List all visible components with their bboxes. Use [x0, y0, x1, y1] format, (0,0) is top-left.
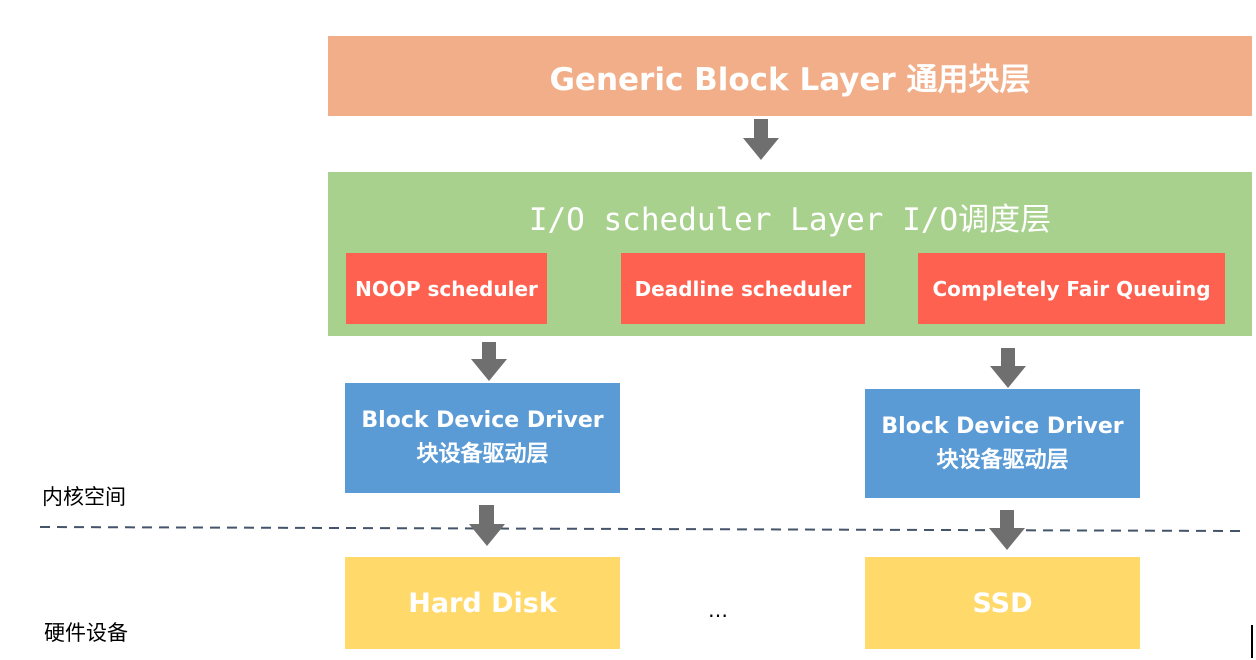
noop-scheduler-box: NOOP scheduler: [346, 253, 547, 324]
generic-block-layer: Generic Block Layer 通用块层: [328, 36, 1252, 116]
arrow-down-icon: [469, 505, 505, 546]
ssd-box: SSD: [865, 557, 1140, 649]
generic-block-layer-label: Generic Block Layer 通用块层: [549, 61, 1031, 98]
driver-left-line1: Block Device Driver: [361, 408, 604, 433]
cfq-scheduler-box: Completely Fair Queuing: [918, 253, 1225, 324]
ssd-label: SSD: [972, 587, 1033, 619]
arrow-down-icon: [743, 119, 779, 160]
kernel-hardware-divider: [39, 526, 1241, 532]
driver-right-line2: 块设备驱动层: [936, 447, 1069, 473]
block-device-driver-left: Block Device Driver 块设备驱动层: [345, 383, 620, 493]
deadline-scheduler-box: Deadline scheduler: [621, 253, 865, 324]
driver-left-line2: 块设备驱动层: [416, 442, 549, 467]
noop-scheduler-label: NOOP scheduler: [355, 276, 538, 301]
hard-disk-label: Hard Disk: [408, 587, 557, 619]
cfq-scheduler-label: Completely Fair Queuing: [932, 276, 1211, 301]
hardware-label: 硬件设备: [44, 621, 128, 645]
deadline-scheduler-label: Deadline scheduler: [634, 276, 852, 301]
block-device-driver-right: Block Device Driver 块设备驱动层: [865, 389, 1140, 498]
io-scheduler-layer-label: I/O scheduler Layer I/O调度层: [528, 202, 1052, 238]
arrow-down-icon: [990, 348, 1026, 388]
arrow-down-icon: [989, 510, 1025, 550]
arrow-down-icon: [471, 342, 507, 381]
driver-right-line1: Block Device Driver: [881, 413, 1124, 439]
ellipsis-text: …: [708, 598, 728, 622]
hard-disk-box: Hard Disk: [345, 557, 620, 649]
kernel-space-label: 内核空间: [42, 485, 126, 509]
